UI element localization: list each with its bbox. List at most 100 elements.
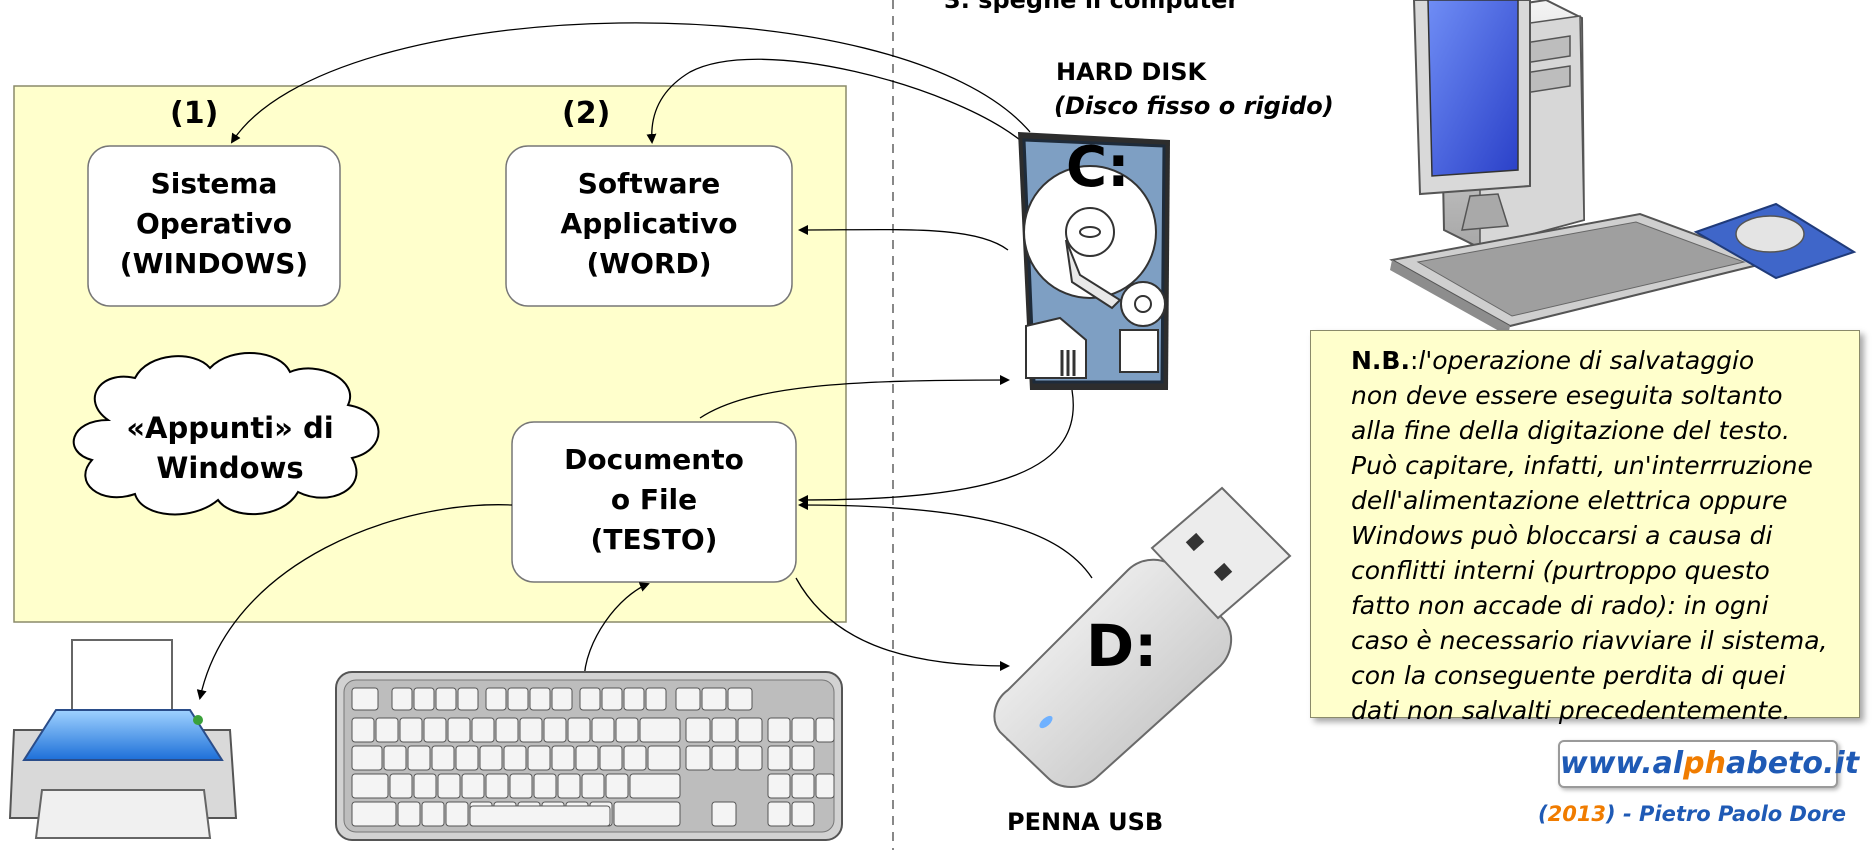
keyboard-key	[791, 745, 815, 771]
note-prefix: N.B.	[1351, 346, 1410, 375]
keyboard-key	[613, 801, 681, 827]
credits-close: ) - Pietro Paolo Dore	[1606, 802, 1846, 826]
keyboard-key	[737, 745, 763, 771]
keyboard-key	[351, 687, 379, 711]
keyboard-key	[639, 717, 681, 743]
keyboard-key	[533, 773, 557, 799]
keyboard-key	[711, 745, 737, 771]
arrow-doc-to-printer	[196, 504, 513, 700]
keyboard-key	[413, 687, 435, 711]
note-line: dati non salvalti precedentemente.	[1351, 696, 1791, 725]
computer-icon	[1389, 0, 1857, 336]
website-part-2: ph	[1683, 746, 1726, 781]
keyboard-key	[447, 717, 471, 743]
keyboard-key	[389, 773, 413, 799]
note-line: caso è necessario riavviare il sistema,	[1351, 626, 1828, 655]
label-number-1: (1)	[170, 96, 219, 131]
keyboard-key	[351, 717, 375, 743]
os-box-label: Sistema Operativo (WINDOWS)	[119, 167, 309, 280]
keyboard-key	[399, 717, 423, 743]
arrow-doc-to-disk	[699, 375, 1010, 419]
keyboard-key	[711, 801, 737, 827]
keyboard-key	[509, 773, 533, 799]
keyboard-key	[551, 687, 573, 711]
website-part-3: abeto.it	[1726, 746, 1860, 781]
keyboard-key	[445, 801, 469, 827]
credits-open: (	[1537, 802, 1548, 826]
usb-caption: PENNA USB	[1007, 808, 1164, 836]
arrow-disk-to-app	[646, 58, 1021, 144]
printer-icon	[8, 639, 238, 839]
keyboard-key	[391, 687, 413, 711]
keyboard-key	[457, 687, 479, 711]
keyboard-key	[575, 745, 599, 771]
keyboard-key	[423, 717, 447, 743]
keyboard-key	[485, 773, 509, 799]
keyboard-key	[413, 773, 437, 799]
arrow-disk-to-app-2	[798, 224, 1009, 251]
arrow-usb-to-doc	[798, 500, 1093, 579]
keyboard-key	[815, 773, 835, 799]
note-line: Può capitare, infatti, un'interrruzione	[1351, 451, 1813, 480]
keyboard-key	[767, 773, 791, 799]
arrow-doc-to-usb	[795, 577, 1010, 671]
website-link[interactable]: www.alphabeto.it	[1558, 740, 1859, 788]
keyboard-key	[495, 717, 519, 743]
hard-disk-icon	[1018, 132, 1170, 390]
note-line: alla fine della digitazione del testo.	[1351, 416, 1790, 445]
keyboard-key	[397, 801, 421, 827]
hard-disk-subtitle: (Disco fisso o rigido)	[1054, 92, 1334, 120]
keyboard-key	[737, 717, 763, 743]
keyboard-key	[623, 745, 647, 771]
hard-disk-letter: C:	[1066, 135, 1130, 200]
keyboard-icon	[335, 671, 843, 841]
keyboard-key	[507, 687, 529, 711]
keyboard-key	[437, 773, 461, 799]
keyboard-key	[479, 745, 503, 771]
note-line: con la conseguente perdita di quei	[1351, 661, 1786, 690]
note-line: dell'alimentazione elettrica oppure	[1351, 486, 1788, 515]
keyboard-key	[601, 687, 623, 711]
keyboard-key	[557, 773, 581, 799]
keyboard-key	[567, 717, 591, 743]
keyboard-key	[629, 773, 681, 799]
keyboard-key	[767, 801, 791, 827]
keyboard-key	[727, 687, 753, 711]
note-line: l'operazione di salvataggio	[1418, 346, 1755, 375]
cloud-label: «Appunti» di Windows	[126, 411, 334, 485]
keyboard-key	[551, 745, 575, 771]
keyboard-key	[791, 801, 815, 827]
credits: (2013) - Pietro Paolo Dore	[1536, 802, 1846, 826]
keyboard-key	[579, 687, 601, 711]
clipboard-cloud	[72, 351, 380, 516]
keyboard-key	[351, 801, 397, 827]
keyboard-key	[527, 745, 551, 771]
note-line: fatto non accade di rado): in ogni	[1351, 591, 1769, 620]
keyboard-key	[599, 745, 623, 771]
keyboard-key	[431, 745, 455, 771]
header-fragment: 3. spegne il computer	[944, 0, 1240, 14]
keyboard-key	[421, 801, 445, 827]
note-line: conflitti interni (purtroppo questo	[1351, 556, 1770, 585]
keyboard-key	[543, 717, 567, 743]
keyboard-key	[685, 717, 711, 743]
keyboard-key	[471, 717, 495, 743]
app-box	[505, 145, 793, 307]
keyboard-key	[383, 745, 407, 771]
note-box: N.B.:l'operazione di salvataggio non dev…	[1310, 330, 1860, 725]
arrow-keyboard-to-doc	[583, 582, 650, 683]
keyboard-key	[645, 687, 667, 711]
credits-year: 2013	[1547, 802, 1607, 826]
note-line: non deve essere eseguita soltanto	[1351, 381, 1783, 410]
note-line: Windows può bloccarsi a causa di	[1351, 521, 1773, 550]
usb-letter: D:	[1086, 612, 1158, 680]
label-number-2: (2)	[562, 96, 611, 131]
keyboard-key	[435, 687, 457, 711]
keyboard-key	[685, 745, 711, 771]
hard-disk-title: HARD DISK	[1056, 58, 1207, 86]
keyboard-key	[519, 717, 543, 743]
keyboard-key	[351, 745, 383, 771]
keyboard-key	[615, 717, 639, 743]
keyboard-key	[647, 745, 681, 771]
